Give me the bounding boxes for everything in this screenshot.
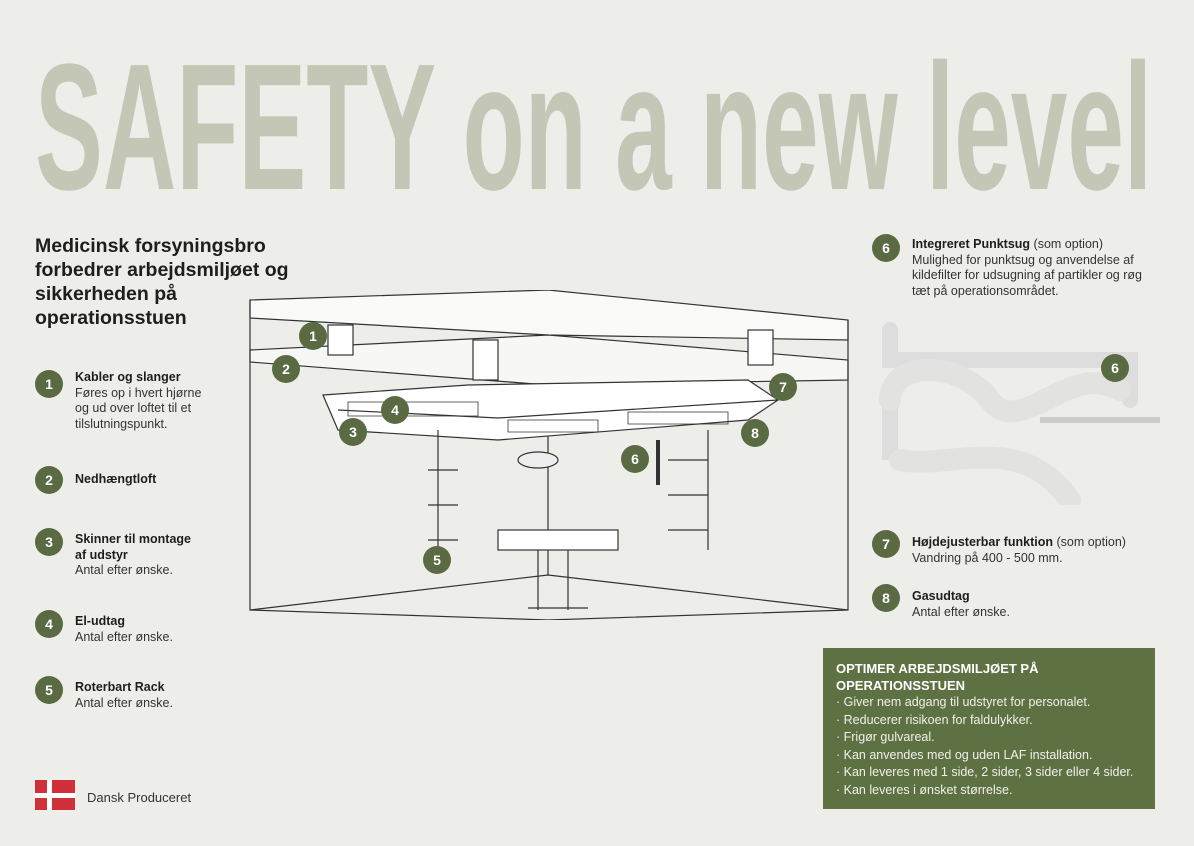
benefit-item: · Kan leveres med 1 side, 2 sider, 3 sid… [836, 765, 1134, 779]
item-desc: Mulighed for punktsug og anvendelse af k… [912, 252, 1142, 298]
item-desc: Antal efter ønske. [75, 695, 173, 710]
item-title: Skinner til montage af udstyr [75, 532, 191, 562]
benefit-item: · Kan leveres i ønsket størrelse. [836, 782, 1013, 797]
diagram-label-1: 1 [299, 322, 327, 350]
item-title: Roterbart Rack [75, 680, 165, 694]
item-number: 4 [35, 610, 63, 638]
item-number: 2 [35, 466, 63, 494]
item-number: 6 [872, 234, 900, 262]
item-title: Højdejusterbar funktion [912, 535, 1053, 549]
item-desc: Antal efter ønske. [75, 629, 173, 644]
item-desc: Antal efter ønske. [912, 604, 1010, 619]
item-suffix: (som option) [1052, 535, 1126, 549]
legend-item-6: 6 Integreret Punktsug (som option)Mulighe… [872, 234, 1152, 299]
item-title: Integreret Punktsug [912, 237, 1031, 251]
diagram-label-6: 6 [621, 445, 649, 473]
intro-heading: Medicinsk forsyningsbro forbedrer arbejd… [35, 235, 289, 329]
diagram-label-3: 3 [339, 418, 367, 446]
diagram-label-2: 2 [272, 355, 300, 383]
item-number: 3 [35, 528, 63, 556]
item-number: 5 [35, 676, 63, 704]
item-number: 8 [872, 584, 900, 612]
benefit-item: · Kan anvendes med og uden LAF installat… [836, 747, 1093, 762]
page-title: SAFETY on a new level [35, 27, 1153, 228]
item-number: 7 [872, 530, 900, 558]
item-title: El-udtag [75, 614, 125, 628]
item-title: Gasudtag [912, 589, 970, 603]
extraction-arm-illustration [879, 322, 1160, 505]
item-desc: Føres op i hvert hjørne og ud over lofte… [75, 385, 202, 431]
item-suffix: (som option) [1030, 237, 1104, 251]
footer-text: Dansk Produceret [87, 790, 192, 805]
benefit-item: · Frigør gulvareal. [836, 730, 935, 744]
item-title: Kabler og slanger [75, 370, 181, 384]
danish-flag-icon [35, 780, 75, 810]
diagram-label-7: 7 [769, 373, 797, 401]
legend-item-7: 7 Højdejusterbar funktion (som option)Van… [872, 530, 1172, 566]
benefits-heading: OPTIMER ARBEJDSMILJØET PÅ OPERATIONSSTUE… [836, 661, 1039, 693]
diagram-label-8: 8 [741, 419, 769, 447]
duct-label-6: 6 [1101, 354, 1129, 382]
benefits-box: OPTIMER ARBEJDSMILJØET PÅ OPERATIONSSTUE… [823, 648, 1155, 809]
item-desc: Vandring på 400 - 500 mm. [912, 550, 1063, 565]
operating-room-illustration [249, 290, 849, 620]
legend-item-2: 2 Nedhængtloft [35, 466, 156, 494]
benefit-item: · Reducerer risikoen for faldulykker. [836, 712, 1033, 727]
item-number: 1 [35, 370, 63, 398]
diagram-label-5: 5 [423, 546, 451, 574]
benefit-item: · Giver nem adgang til udstyret for pers… [836, 695, 1091, 709]
item-desc: Antal efter ønske. [75, 563, 173, 577]
diagram-label-4: 4 [381, 396, 409, 424]
item-title: Nedhængtloft [75, 472, 157, 486]
